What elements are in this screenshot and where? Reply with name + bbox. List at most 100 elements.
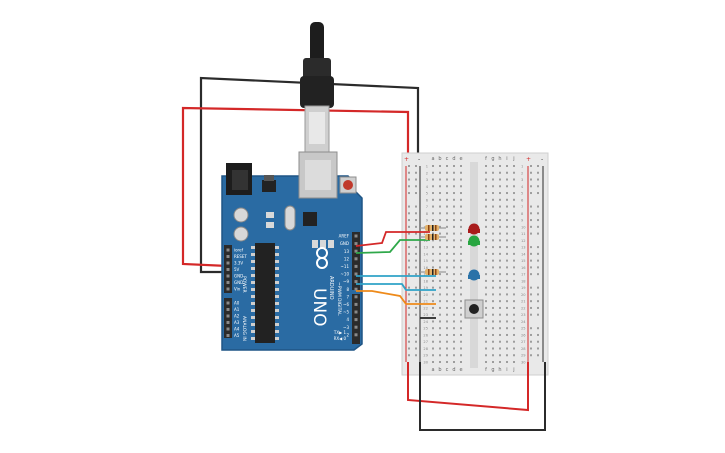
row-number: 20 (423, 293, 428, 297)
row-number: 16 (423, 266, 428, 270)
wire-red-5v-top[interactable] (181, 106, 410, 268)
top-col-h: h (498, 156, 501, 162)
row-number: 17 (423, 273, 428, 277)
rail-minus-right: - (541, 156, 543, 163)
led-green[interactable] (468, 235, 480, 247)
wire-black-rail-jumper[interactable] (419, 362, 546, 431)
bottom-col-f: f (485, 367, 487, 373)
row-number: 26 (521, 333, 526, 337)
crystal (284, 205, 296, 231)
row-number: 21 (423, 300, 428, 304)
resistor-2[interactable] (420, 234, 446, 240)
board-brand: ARDUINO (328, 276, 334, 300)
resistor-3[interactable] (420, 269, 446, 275)
row-number: 19 (521, 286, 526, 290)
atmega-chip (255, 243, 275, 343)
wire-cyan-pin8[interactable] (356, 283, 436, 291)
power-pin-33v: 3.3V (234, 261, 243, 266)
row-number: 6 (426, 198, 429, 202)
top-col-i: i (506, 156, 507, 162)
wire-black-gnd-top[interactable] (199, 76, 420, 274)
row-number: 26 (423, 333, 428, 337)
led-red[interactable] (468, 223, 480, 235)
top-col-a: a (431, 156, 434, 162)
rail-plus-right: + (526, 156, 531, 163)
power-pin-gnd: GND (234, 280, 243, 285)
wire-green-pin12[interactable] (355, 239, 430, 254)
power-pin-5v: 5V (234, 267, 240, 272)
digital-pin-12: 12 (344, 256, 350, 261)
digital-pin-5: ~5 (343, 310, 349, 315)
analog-pin-a5: A5 (234, 333, 240, 338)
top-col-d: d (452, 156, 455, 162)
resistor-1[interactable] (420, 225, 446, 231)
row-number: 6 (521, 198, 524, 202)
digital-pin-2: 2 (346, 332, 349, 337)
top-col-j: j (512, 156, 514, 162)
row-number: 13 (521, 246, 526, 250)
row-number: 13 (423, 246, 428, 250)
capacitor-2 (233, 226, 249, 242)
row-number: 22 (423, 306, 428, 310)
row-number: 12 (521, 239, 526, 243)
row-number: 11 (423, 232, 428, 236)
reset-button-icon[interactable] (339, 176, 357, 194)
led-blue[interactable] (468, 269, 480, 281)
row-number: 18 (423, 279, 428, 283)
digital-pin-4: 4 (346, 317, 349, 322)
analog-pin-a2: A2 (234, 314, 240, 319)
row-number: 3 (426, 178, 428, 182)
top-col-e: e (459, 156, 462, 162)
row-number: 27 (423, 340, 428, 344)
top-col-b: b (438, 156, 441, 162)
row-number: 24 (521, 320, 526, 324)
capacitor-1 (233, 207, 249, 223)
row-number: 9 (521, 219, 524, 223)
wire-red-rail-jumper[interactable] (407, 362, 529, 412)
row-number: 24 (423, 320, 428, 324)
row-number: 8 (426, 212, 429, 216)
row-number: 16 (521, 266, 526, 270)
row-number: 4 (426, 185, 429, 189)
row-number: 4 (521, 185, 524, 189)
bottom-col-c: c (446, 367, 449, 373)
row-number: 3 (521, 178, 523, 182)
row-number: 22 (521, 306, 526, 310)
bottom-col-e: e (459, 367, 462, 373)
row-number: 25 (521, 327, 526, 331)
analog-label: ANALOG IN (241, 316, 247, 341)
digital-pin-8: 8 (346, 287, 349, 292)
row-number: 1 (426, 165, 428, 169)
wire-red-pin13[interactable] (355, 231, 430, 247)
digital-pin-3: ~3 (343, 325, 349, 330)
digital-pin-10: ~10 (341, 272, 350, 277)
rx-label: RX◀ 0 (334, 336, 347, 341)
power-pin-gnd: GND (234, 274, 243, 279)
infinity-logo-icon (316, 247, 328, 269)
row-number: 30 (521, 361, 526, 365)
analog-pin-a3: A3 (234, 320, 240, 325)
power-pin-ioref: ioref (234, 248, 244, 253)
push-button[interactable] (464, 299, 484, 319)
top-col-f: f (485, 156, 487, 162)
rail-minus-left: - (418, 156, 420, 163)
voltage-regulator (262, 180, 276, 192)
row-number: 21 (521, 300, 526, 304)
row-number: 15 (423, 259, 428, 263)
wire-orange-pin7[interactable] (356, 290, 436, 305)
row-number: 5 (521, 192, 523, 196)
row-number: 30 (423, 361, 428, 365)
row-number: 27 (521, 340, 526, 344)
row-number: 8 (521, 212, 524, 216)
tx-label: TX▶ 1 (333, 330, 347, 335)
power-label: POWER (241, 276, 247, 293)
digital-pin-7: 7 (346, 294, 349, 299)
digital-pin-6: ~6 (343, 302, 349, 307)
row-number: 25 (423, 327, 428, 331)
row-number: 23 (423, 313, 428, 317)
digital-header-upper (352, 232, 360, 290)
digital-pin-aref: AREF (339, 234, 350, 239)
